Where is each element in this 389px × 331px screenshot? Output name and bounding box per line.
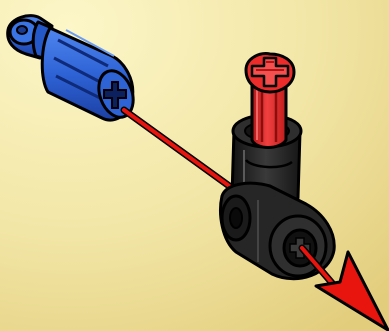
- red-cross-axle: [246, 54, 294, 148]
